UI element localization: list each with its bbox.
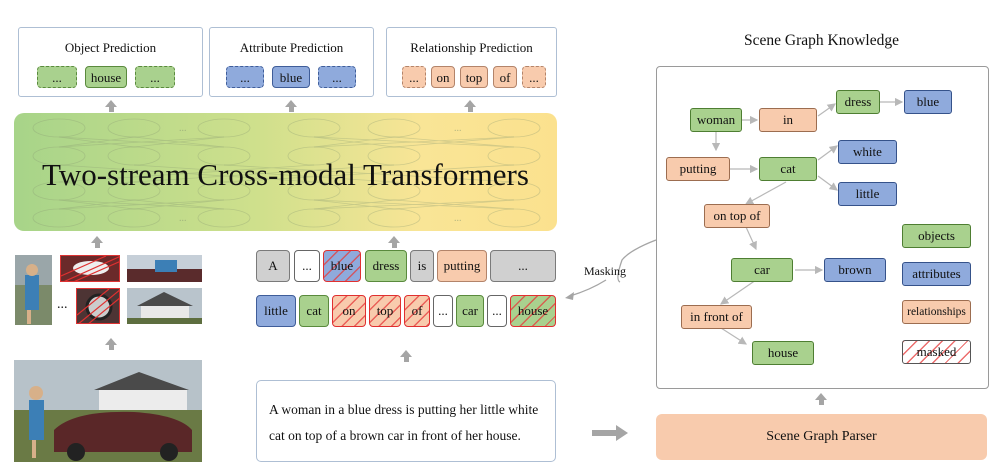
- scene-graph-edges: [711, 97, 904, 345]
- attribute-pred-token: ...: [318, 66, 356, 88]
- caption-text: A woman in a blue dress is putting her l…: [269, 402, 539, 443]
- text-token-masked: of: [404, 295, 430, 327]
- legend-attributes: attributes: [902, 262, 971, 286]
- wheel-crop-image: [77, 289, 119, 323]
- relationship-pred-token: of: [493, 66, 517, 88]
- relationship-prediction-title: Relationship Prediction: [410, 40, 533, 55]
- text-token: putting: [437, 250, 487, 282]
- text-token-masked: house: [510, 295, 556, 327]
- up-arrow-icon: [91, 236, 103, 248]
- relationship-pred-token: top: [460, 66, 488, 88]
- up-arrow-icon: [464, 100, 476, 112]
- text-token: ...: [294, 250, 320, 282]
- sg-node-house-masked: house: [752, 341, 814, 365]
- sg-node-in-front-of: in front of: [681, 305, 752, 329]
- text-token-masked: blue: [323, 250, 361, 282]
- node-dots: ...: [454, 123, 462, 134]
- region-crop-cat: [60, 255, 120, 282]
- cat-crop-image: [61, 256, 119, 281]
- sg-node-brown: brown: [824, 258, 886, 282]
- legend-relationships: relationships: [902, 300, 971, 324]
- text-token: dress: [365, 250, 407, 282]
- up-arrow-icon: [388, 236, 400, 248]
- relationship-pred-token: ...: [402, 66, 426, 88]
- transformer-title: Two-stream Cross-modal Transformers: [42, 157, 529, 192]
- node-dots: ...: [179, 123, 187, 134]
- text-token: cat: [299, 295, 329, 327]
- woman-crop-image: [15, 255, 52, 325]
- attribute-prediction-title: Attribute Prediction: [239, 40, 344, 55]
- text-token-masked: top: [369, 295, 401, 327]
- text-token: little: [256, 295, 296, 327]
- car-crop-image: [127, 255, 202, 282]
- text-token: ...: [490, 250, 556, 282]
- house-crop-image: [127, 288, 202, 324]
- legend-objects: objects: [902, 224, 971, 248]
- masking-arrow: [565, 239, 657, 300]
- caption-box: A woman in a blue dress is putting her l…: [256, 380, 556, 462]
- transformer-network-lines: ... ... ... ...: [32, 118, 541, 228]
- masking-label: Masking: [584, 264, 626, 278]
- up-arrow-icon: [400, 350, 412, 362]
- region-crop-wheel: [76, 288, 120, 324]
- up-arrow-icon: [285, 100, 297, 112]
- object-pred-token: ...: [135, 66, 175, 88]
- sg-node-car: car: [731, 258, 793, 282]
- region-crop-car: [127, 255, 202, 282]
- object-prediction-panel: Object Prediction ... house ...: [18, 27, 203, 97]
- text-token-masked: on: [332, 295, 366, 327]
- input-photo-image: [14, 360, 202, 462]
- relationship-prediction-panel: Relationship Prediction ... on top of ..…: [386, 27, 557, 97]
- object-prediction-title: Object Prediction: [64, 40, 157, 55]
- text-token: A: [256, 250, 290, 282]
- node-dots: ...: [454, 213, 462, 224]
- node-dots: ...: [179, 213, 187, 224]
- region-crop-woman: [15, 255, 52, 325]
- object-pred-token: house: [85, 66, 127, 88]
- sg-node-putting: putting: [666, 157, 730, 181]
- sg-node-blue-masked: blue: [904, 90, 952, 114]
- sg-node-woman: woman: [690, 108, 742, 132]
- sg-node-in: in: [759, 108, 817, 132]
- sg-node-dress: dress: [836, 90, 880, 114]
- sg-node-little: little: [838, 182, 897, 206]
- sg-node-white: white: [838, 140, 897, 164]
- region-crop-house: [127, 288, 202, 324]
- right-arrow-icon: [592, 425, 628, 441]
- sg-node-on-top-of-masked: on top of: [704, 204, 770, 228]
- two-stream-transformer-block: ... ... ... ... Two-stream Cross-modal T…: [14, 113, 557, 231]
- scene-graph-parser: Scene Graph Parser: [656, 414, 987, 460]
- legend-masked: masked: [902, 340, 971, 364]
- object-pred-token: ...: [37, 66, 77, 88]
- attribute-pred-token: blue: [272, 66, 310, 88]
- relationship-pred-token: ...: [522, 66, 546, 88]
- text-token: car: [456, 295, 484, 327]
- relationship-pred-token: on: [431, 66, 455, 88]
- text-token: ...: [433, 295, 453, 327]
- sg-node-cat: cat: [759, 157, 817, 181]
- attribute-pred-token: ...: [226, 66, 264, 88]
- attribute-prediction-panel: Attribute Prediction ... blue ...: [209, 27, 374, 97]
- region-ellipsis: ...: [57, 297, 68, 312]
- input-photo: [14, 360, 202, 462]
- up-arrow-icon: [105, 100, 117, 112]
- text-token: ...: [487, 295, 507, 327]
- up-arrow-icon: [105, 338, 117, 350]
- text-token: is: [410, 250, 434, 282]
- up-arrow-icon: [815, 393, 827, 405]
- scene-graph-title: Scene Graph Knowledge: [744, 32, 899, 49]
